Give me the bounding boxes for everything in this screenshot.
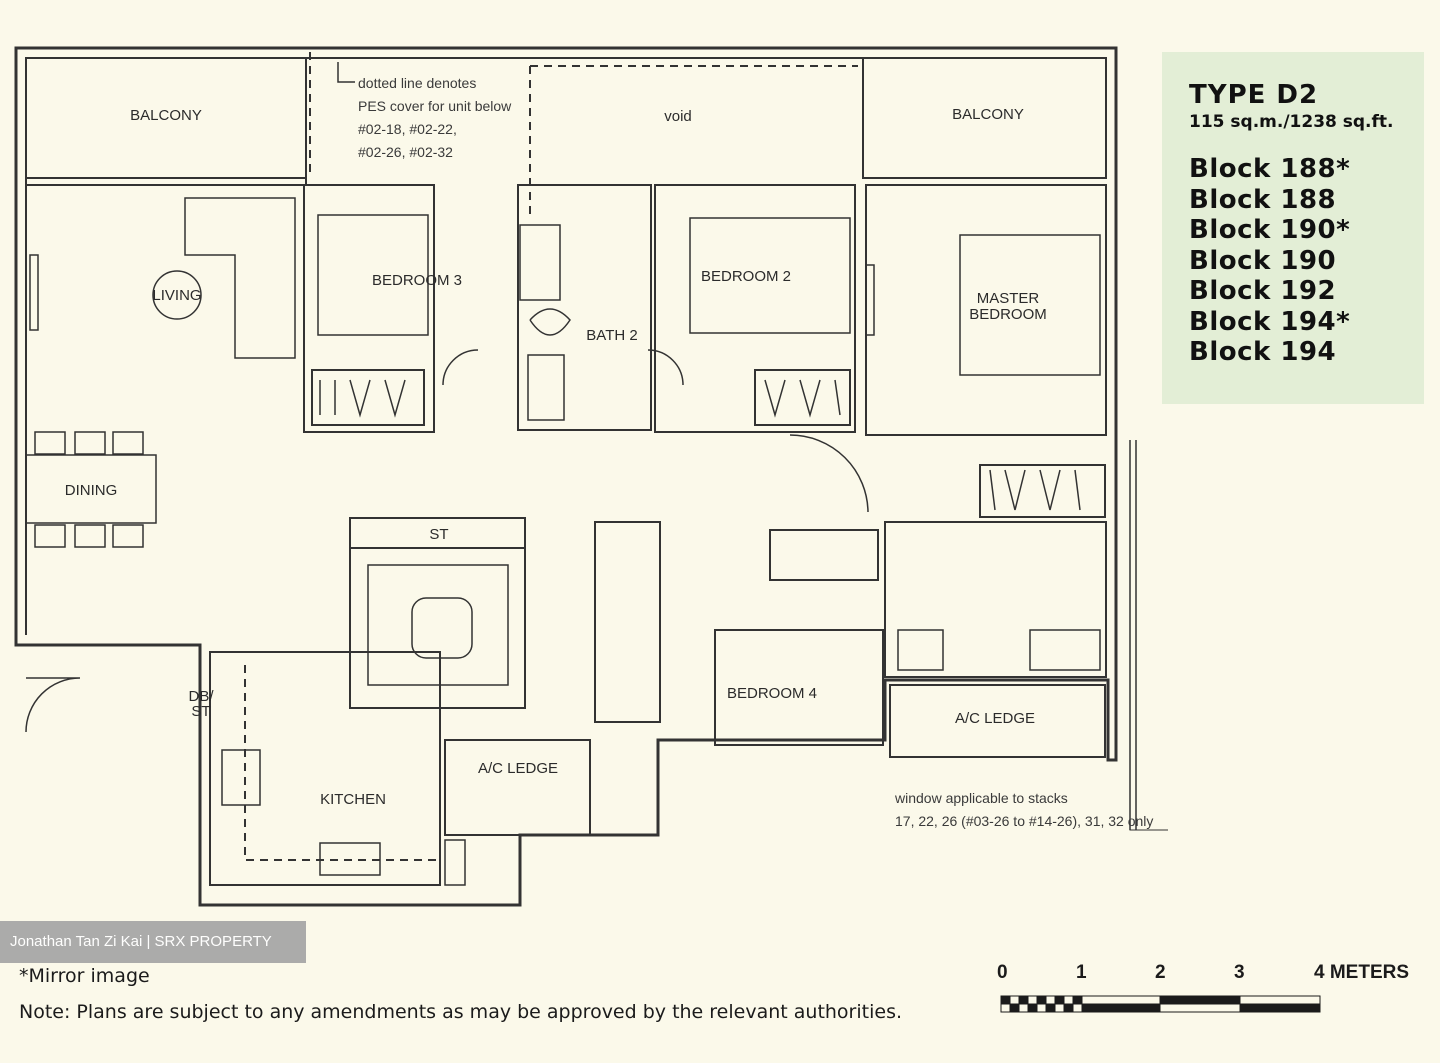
- window-note-line2: 17, 22, 26 (#03-26 to #14-26), 31, 32 on…: [895, 813, 1153, 829]
- block-item: Block 194: [1189, 337, 1337, 367]
- block-item: Block 194*: [1189, 306, 1351, 337]
- scale-tick: 0: [997, 962, 1008, 983]
- room-label-db-st-line2: ST: [191, 703, 210, 720]
- watermark-credit: Jonathan Tan Zi Kai | SRX PROPERTY: [0, 921, 306, 963]
- room-label-balcony-left: BALCONY: [130, 107, 202, 124]
- room-label-bedroom4: BEDROOM 4: [727, 685, 817, 702]
- block-item: Block 192: [1189, 276, 1337, 306]
- block-item: Block 190: [1189, 245, 1337, 276]
- scale-tick: 2: [1155, 962, 1166, 983]
- sofa: [184, 197, 296, 359]
- block-item: Block 188: [1189, 184, 1337, 215]
- ac-ledge-mid-outline: [444, 739, 591, 836]
- scale-bar: [1000, 995, 1321, 1013]
- block-item: Block 188*: [1189, 154, 1351, 184]
- room-label-living: LIVING: [152, 287, 201, 304]
- room-label-ac-ledge-right: A/C LEDGE: [955, 710, 1035, 727]
- wc-outline: [594, 521, 661, 723]
- scale-tick: 4 METERS: [1314, 962, 1410, 983]
- window-note-line1: window applicable to stacks: [894, 790, 1068, 806]
- pes-dashed-line: [309, 52, 858, 215]
- room-label-ac-ledge-mid: A/C LEDGE: [478, 760, 558, 777]
- block-item: Block 190*: [1189, 215, 1351, 245]
- scale-tick: 3: [1234, 962, 1245, 983]
- entrance-door: [25, 677, 81, 733]
- master-bath-outline: [884, 521, 1107, 678]
- room-label-bath2: BATH 2: [586, 327, 637, 344]
- pes-note-line3: #02-18, #02-22,: [358, 121, 457, 137]
- unit-type-title: TYPE D2: [1189, 80, 1319, 110]
- scale-legend: 0 1 2 3 4 METERS: [995, 962, 1415, 1022]
- amendments-footnote: Note: Plans are subject to any amendment…: [19, 1001, 903, 1023]
- outer-wall: [14, 46, 1118, 907]
- kitchen-outline: [209, 651, 441, 886]
- room-label-bedroom3: BEDROOM 3: [372, 272, 462, 289]
- bedroom4-outline: [714, 629, 884, 746]
- mirror-image-footnote: *Mirror image: [19, 965, 150, 987]
- bedroom2-outline: [654, 184, 856, 433]
- room-label-db-st-line1: DB/: [188, 688, 214, 705]
- room-label-master-bedroom-line2: BEDROOM: [969, 306, 1047, 323]
- room-label-dining: DINING: [65, 482, 118, 499]
- dining-table: [25, 454, 157, 524]
- pes-note-line1: dotted line denotes: [358, 75, 476, 91]
- unit-type-panel: TYPE D2 115 sq.m./1238 sq.ft. Block 188*…: [1162, 52, 1424, 404]
- room-label-master-bedroom-line1: MASTER: [977, 290, 1040, 307]
- room-label-balcony-right: BALCONY: [952, 106, 1024, 123]
- bath2-outline: [517, 184, 652, 431]
- scale-tick: 1: [1076, 962, 1087, 983]
- st-outline: [349, 517, 526, 709]
- room-label-void: void: [664, 108, 692, 125]
- room-label-bedroom2: BEDROOM 2: [701, 268, 791, 285]
- bedroom3-outline: [303, 184, 435, 433]
- room-label-kitchen: KITCHEN: [320, 791, 386, 808]
- pes-note-line2: PES cover for unit below: [358, 98, 512, 114]
- pes-note-line4: #02-26, #02-32: [358, 144, 453, 160]
- room-label-st: ST: [429, 526, 448, 543]
- unit-area: 115 sq.m./1238 sq.ft.: [1189, 112, 1394, 132]
